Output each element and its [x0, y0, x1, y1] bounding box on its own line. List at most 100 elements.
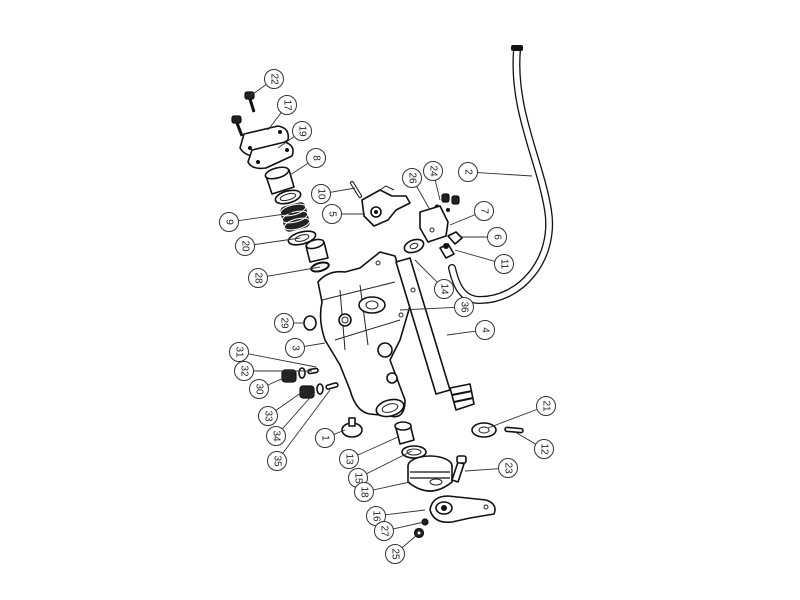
callout-circle [249, 379, 269, 399]
bolt-part [231, 91, 256, 137]
leader-line-17 [267, 112, 282, 131]
leader-line-12 [514, 431, 537, 445]
callout-3: 3 [285, 338, 305, 358]
callout-number: 14 [439, 283, 450, 295]
callout-number: 11 [499, 259, 510, 270]
leader-line-34 [281, 391, 316, 430]
callout-circle [248, 268, 268, 288]
callout-9: 9 [219, 212, 239, 232]
callout-circle [277, 95, 297, 115]
hose-part [448, 45, 554, 305]
leader-line-3 [304, 342, 326, 347]
bushing-part [264, 166, 295, 195]
callout-4: 4 [475, 320, 495, 340]
callout-28: 28 [248, 268, 268, 288]
callout-32: 32 [234, 361, 254, 381]
callout-30: 30 [249, 379, 269, 399]
leader-line-21 [487, 408, 538, 429]
leader-line-23 [464, 468, 499, 472]
callout-circle [266, 426, 286, 446]
valve-fitting-part [403, 193, 463, 259]
flange-part [471, 422, 524, 438]
callout-19: 19 [292, 121, 312, 141]
callout-24: 24 [423, 161, 443, 181]
callout-circle [402, 168, 422, 188]
callout-18: 18 [354, 482, 374, 502]
leader-line-19 [277, 136, 295, 149]
callout-circle [374, 521, 394, 541]
callout-33: 33 [258, 406, 278, 426]
callout-circle [534, 439, 554, 459]
callout-number: 7 [479, 208, 490, 214]
leader-line-16 [385, 509, 426, 516]
leader-line-11 [454, 249, 495, 262]
leader-line-20 [254, 237, 301, 246]
cap-part [341, 417, 363, 438]
callout-circle [264, 69, 284, 89]
callout-number: 24 [428, 165, 439, 177]
leader-line-36 [399, 306, 455, 311]
leader-line-4 [446, 330, 476, 336]
callout-number: 6 [492, 234, 503, 240]
yoke-bracket-part [350, 181, 411, 227]
callout-number: 15 [353, 472, 364, 484]
callout-number: 8 [311, 155, 322, 161]
callout-number: 26 [407, 172, 418, 184]
callout-number: 3 [290, 345, 301, 351]
callout-number: 36 [459, 301, 470, 313]
sector-gear-parts [394, 421, 453, 492]
callout-circle [487, 227, 507, 247]
callout-number: 27 [379, 525, 390, 537]
callout-20: 20 [235, 236, 255, 256]
callout-22: 22 [264, 69, 284, 89]
callout-circle [494, 254, 514, 274]
callout-number: 30 [254, 383, 265, 395]
pitman-arm-part [429, 455, 496, 524]
leader-line-15 [366, 450, 413, 475]
leader-line-9 [238, 212, 293, 222]
callout-29: 29 [274, 313, 294, 333]
callout-17: 17 [277, 95, 297, 115]
callout-circle [258, 406, 278, 426]
callout-circle [234, 361, 254, 381]
callout-circle [267, 451, 287, 471]
callout-circle [315, 428, 335, 448]
callout-8: 8 [306, 148, 326, 168]
callout-35: 35 [267, 451, 287, 471]
callout-circle [322, 204, 342, 224]
callout-number: 35 [272, 455, 283, 467]
leader-line-14 [414, 259, 438, 283]
callout-13: 13 [339, 449, 359, 469]
callout-7: 7 [474, 201, 494, 221]
leader-line-30 [267, 375, 289, 386]
leader-line-13 [357, 436, 399, 456]
callout-10: 10 [311, 184, 331, 204]
leader-lines [238, 84, 538, 549]
callout-number: 12 [539, 443, 550, 455]
callout-25: 25 [385, 544, 405, 564]
callout-number: 2 [463, 169, 474, 175]
callout-26: 26 [402, 168, 422, 188]
callout-circle [235, 236, 255, 256]
callout-circle [454, 297, 474, 317]
callout-2: 2 [458, 162, 478, 182]
leader-line-2 [477, 172, 533, 177]
cover-plate-part [239, 125, 294, 170]
callout-number: 23 [503, 462, 514, 474]
callout-number: 33 [263, 410, 274, 422]
leader-line-35 [282, 389, 331, 454]
leader-line-24 [434, 180, 441, 201]
callout-number: 1 [320, 435, 331, 441]
leader-line-26 [416, 186, 431, 211]
callout-number: 21 [541, 400, 552, 412]
callout-number: 28 [253, 272, 264, 284]
callout-circle [229, 342, 249, 362]
callout-number: 10 [316, 188, 327, 200]
callout-number: 22 [269, 73, 280, 85]
callout-circle [498, 458, 518, 478]
callout-circle [458, 162, 478, 182]
leader-line-10 [330, 187, 356, 193]
callout-circle [306, 148, 326, 168]
gear-housing-part [317, 251, 411, 418]
callout-36: 36 [454, 297, 474, 317]
